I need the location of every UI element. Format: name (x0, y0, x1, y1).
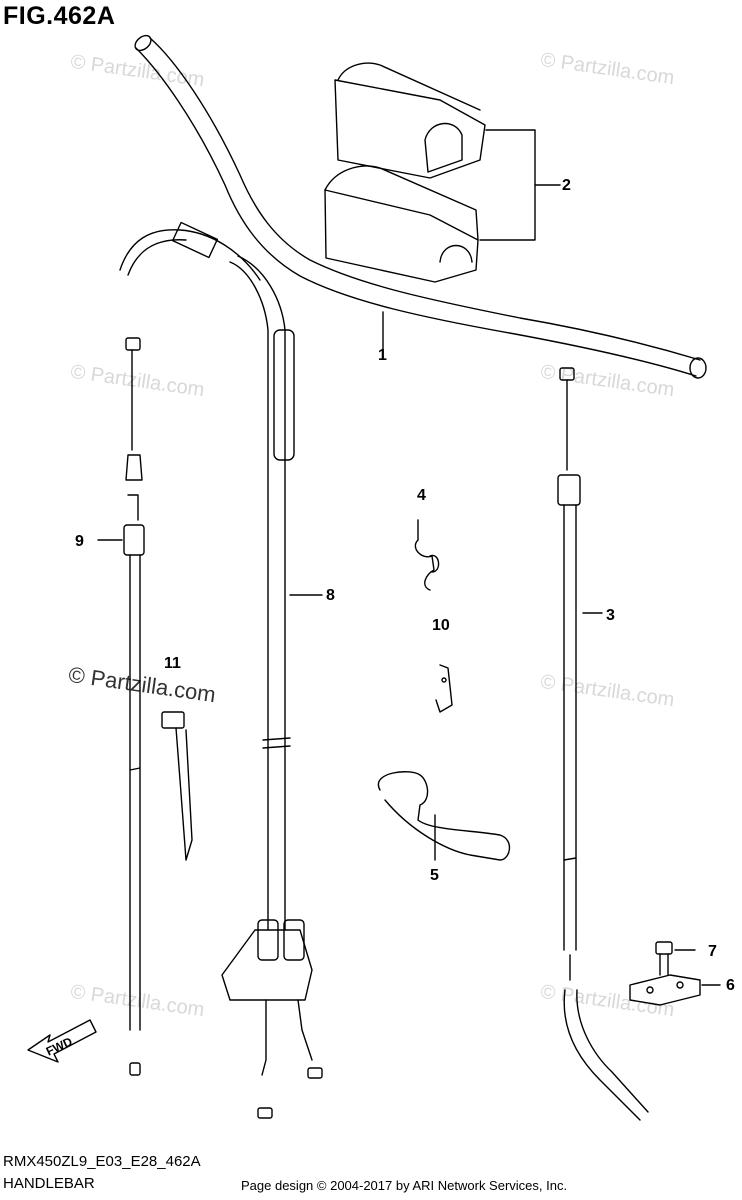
bracket-part-6 (629, 974, 721, 1006)
bolt-part-7 (655, 941, 696, 976)
fwd-arrow (27, 1019, 97, 1063)
cable-tie-part-11 (161, 711, 193, 861)
callout-5: 5 (430, 867, 439, 884)
callout-4: 4 (417, 487, 426, 504)
callout-10: 10 (432, 617, 450, 634)
cable-part-3 (557, 367, 649, 1121)
copyright-notice: Page design © 2004-2017 by ARI Network S… (241, 1178, 568, 1193)
callout-3: 3 (606, 607, 615, 624)
callout-7: 7 (708, 943, 717, 960)
handlebar-part-1 (134, 34, 707, 379)
wire-hook-part-5 (377, 771, 511, 861)
callout-8: 8 (326, 587, 335, 604)
callout-2: 2 (562, 177, 571, 194)
callout-9: 9 (75, 533, 84, 550)
bracket-part-10 (435, 664, 453, 713)
callout-11: 11 (164, 655, 181, 672)
figure-title: FIG.462A (3, 2, 116, 30)
bar-pad-upper (334, 62, 486, 179)
diagram-name: HANDLEBAR (3, 1175, 95, 1192)
callout-6: 6 (726, 977, 735, 994)
throttle-cable-part-8 (119, 221, 323, 1119)
clutch-side-cable-part-9 (97, 337, 145, 1076)
diagram-code: RMX450ZL9_E03_E28_462A (3, 1153, 201, 1170)
bar-pad-lower (324, 165, 479, 283)
callout-1: 1 (378, 347, 387, 364)
clamp-part-4 (414, 519, 440, 591)
